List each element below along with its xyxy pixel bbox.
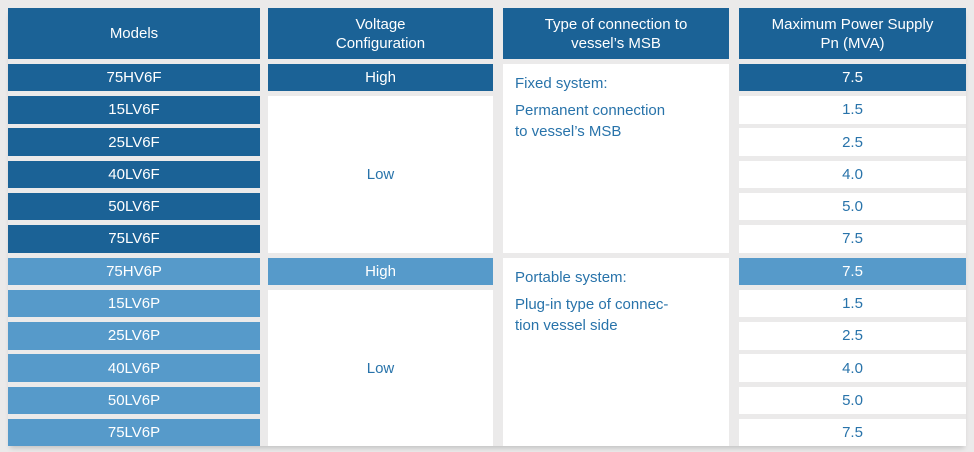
connection-title-portable: Portable system: (515, 268, 627, 286)
voltage-high-cell-fixed: High (268, 63, 493, 92)
model-cell-75lv6p: 75LV6P (8, 418, 260, 447)
model-cell-15lv6p: 15LV6P (8, 289, 260, 318)
power-supply-spec-table: Models Voltage Configuration Type of con… (8, 8, 966, 447)
connection-cell-portable: Portable system: Plug-in type of connec-… (503, 257, 729, 447)
model-cell-50lv6p: 50LV6P (8, 386, 260, 415)
model-cell-25lv6p: 25LV6P (8, 322, 260, 350)
model-cell-25lv6f: 25LV6F (8, 128, 260, 156)
header-voltage-configuration: Voltage Configuration (268, 8, 493, 59)
power-cell-50lv6p: 5.0 (739, 386, 966, 415)
power-cell-50lv6f: 5.0 (739, 193, 966, 221)
power-cell-40lv6f: 4.0 (739, 160, 966, 189)
model-cell-75hv6p: 75HV6P (8, 257, 260, 285)
model-cell-40lv6p: 40LV6P (8, 354, 260, 382)
power-cell-75hv6p: 7.5 (739, 257, 966, 285)
model-cell-75hv6f: 75HV6F (8, 63, 260, 92)
power-cell-15lv6p: 1.5 (739, 289, 966, 318)
model-cell-50lv6f: 50LV6F (8, 193, 260, 221)
power-cell-75lv6f: 7.5 (739, 225, 966, 253)
power-cell-15lv6f: 1.5 (739, 96, 966, 124)
connection-cell-fixed: Fixed system: Permanent connection to ve… (503, 63, 729, 253)
power-cell-25lv6f: 2.5 (739, 128, 966, 156)
connection-title-fixed: Fixed system: (515, 74, 608, 92)
connection-desc-portable: Plug-in type of connec- tion vessel side (515, 295, 669, 335)
voltage-low-cell-portable: Low (268, 289, 493, 447)
model-cell-75lv6f: 75LV6F (8, 225, 260, 253)
header-max-power-supply: Maximum Power Supply Pn (MVA) (739, 8, 966, 59)
power-cell-25lv6p: 2.5 (739, 322, 966, 350)
connection-desc-fixed: Permanent connection to vessel’s MSB (515, 101, 666, 141)
power-cell-40lv6p: 4.0 (739, 354, 966, 382)
header-connection-type: Type of connection to vessel’s MSB (503, 8, 729, 59)
power-cell-75hv6f: 7.5 (739, 63, 966, 92)
model-cell-15lv6f: 15LV6F (8, 96, 260, 124)
voltage-high-cell-portable: High (268, 257, 493, 285)
voltage-low-cell-fixed: Low (268, 96, 493, 253)
power-cell-75lv6p: 7.5 (739, 418, 966, 447)
header-models: Models (8, 8, 260, 59)
model-cell-40lv6f: 40LV6F (8, 160, 260, 189)
